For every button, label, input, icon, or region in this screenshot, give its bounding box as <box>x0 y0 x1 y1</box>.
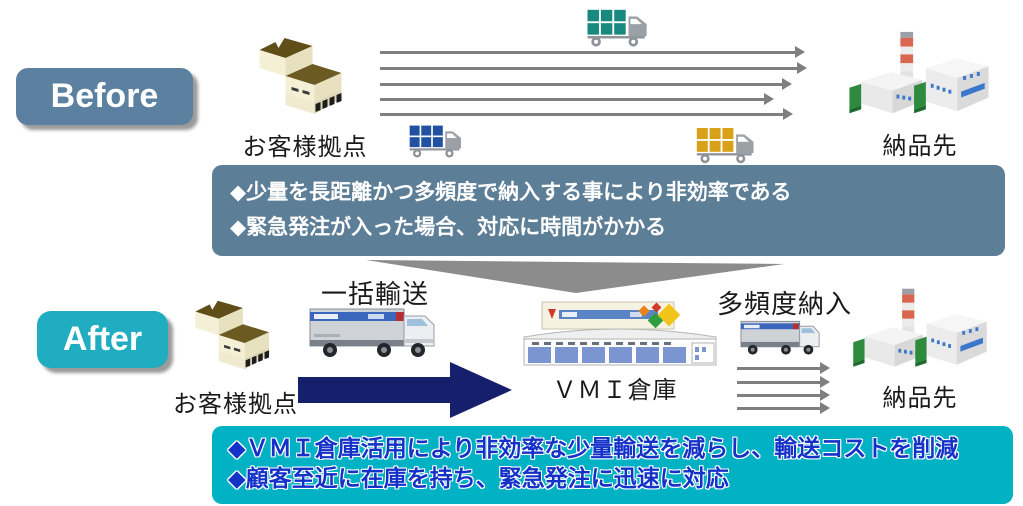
cargo-truck-blue-icon <box>409 125 462 158</box>
warehouse-label: ＶＭＩ倉庫 <box>552 377 678 404</box>
shipment-arrow-4 <box>380 93 774 105</box>
customer-site-label-after: お客様拠点 <box>173 391 298 418</box>
problem-line-1: ◆少量を長距離かつ多頻度で納入する事により非効率である <box>230 181 792 204</box>
customer-building-icon-after <box>195 300 270 370</box>
factory-icon-before <box>849 31 989 114</box>
bulk-transport-label: 一括輸送 <box>320 279 429 309</box>
warehouse-icon <box>523 301 717 366</box>
destination-label-after: 納品先 <box>882 385 958 412</box>
delivery-arrow-1 <box>737 362 830 374</box>
box-truck-icon-large <box>309 308 435 357</box>
shipment-arrow-1 <box>380 46 805 58</box>
problem-line-2: ◆緊急発注が入った場合、対応に時間がかかる <box>230 216 667 239</box>
cargo-truck-teal-icon <box>587 9 647 47</box>
down-funnel-arrow-icon <box>366 260 784 293</box>
shipment-arrow-2 <box>380 62 807 74</box>
customer-site-label-before: お客様拠点 <box>242 134 368 161</box>
frequent-delivery-label: 多頻度納入 <box>716 289 852 319</box>
factory-icon-after <box>853 288 987 367</box>
delivery-arrow-4 <box>737 402 830 414</box>
box-truck-icon-small <box>740 320 820 355</box>
benefit-line-2: ◆顧客至近に在庫を持ち、緊急発注に迅速に対応 <box>228 465 729 491</box>
shipment-arrow-5 <box>380 108 793 120</box>
shipment-arrow-3 <box>380 78 792 90</box>
big-right-arrow-icon <box>298 362 512 418</box>
after-badge: After <box>37 311 168 368</box>
problem-banner: ◆少量を長距離かつ多頻度で納入する事により非効率である ◆緊急発注が入った場合、… <box>212 165 1005 256</box>
benefit-line-1: ◆ＶＭＩ倉庫活用により非効率な少量輸送を減らし、輸送コストを削減 <box>228 435 959 461</box>
destination-label-before: 納品先 <box>882 133 958 160</box>
customer-building-icon <box>259 38 342 114</box>
delivery-arrow-3 <box>737 389 830 401</box>
before-badge: Before <box>16 68 193 125</box>
cargo-truck-yellow-icon <box>696 128 754 164</box>
delivery-arrow-2 <box>737 376 830 388</box>
benefit-banner: ◆ＶＭＩ倉庫活用により非効率な少量輸送を減らし、輸送コストを削減 ◆顧客至近に在… <box>212 426 1013 504</box>
